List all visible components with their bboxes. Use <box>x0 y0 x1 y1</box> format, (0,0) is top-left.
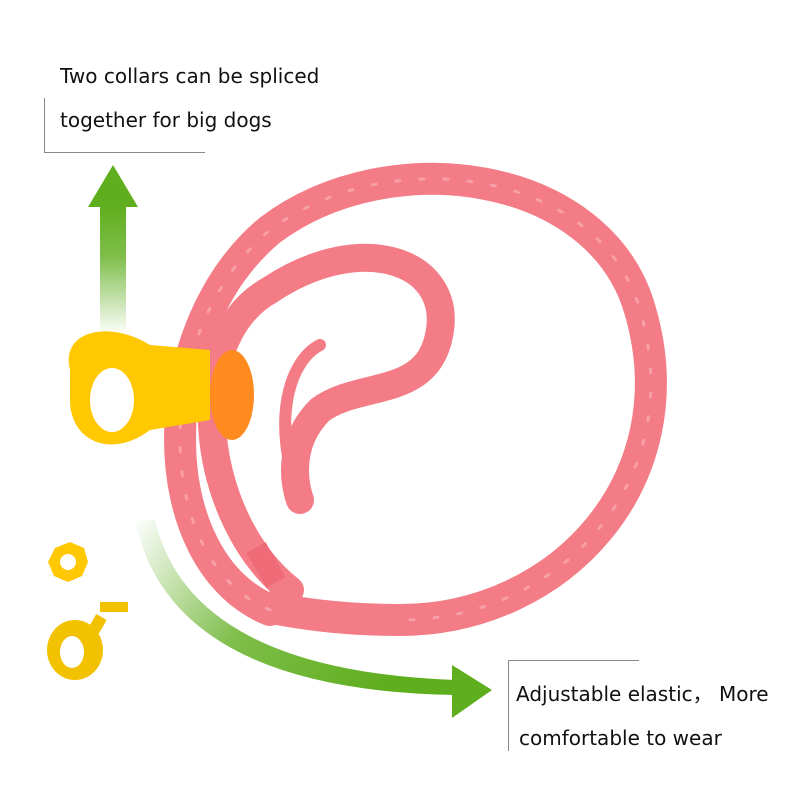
curved-arrow-icon <box>135 520 492 718</box>
top-caption-line2: together for big dogs <box>60 108 272 132</box>
yellow-tag <box>68 331 211 445</box>
up-arrow-icon <box>88 165 138 335</box>
orange-buckle <box>210 350 254 440</box>
collar-keeper <box>246 542 286 588</box>
bottom-caption-line1: Adjustable elastic， More <box>516 682 769 706</box>
top-caption-bracket <box>44 98 205 153</box>
small-parts <box>47 542 128 680</box>
bottom-caption: Adjustable elastic， More comfortable to … <box>516 672 769 760</box>
top-caption-line1: Two collars can be spliced <box>60 64 320 88</box>
bottom-caption-line2: comfortable to wear <box>519 726 722 750</box>
top-caption: Two collars can be spliced together for … <box>60 54 319 142</box>
bottom-caption-bracket <box>508 660 639 751</box>
